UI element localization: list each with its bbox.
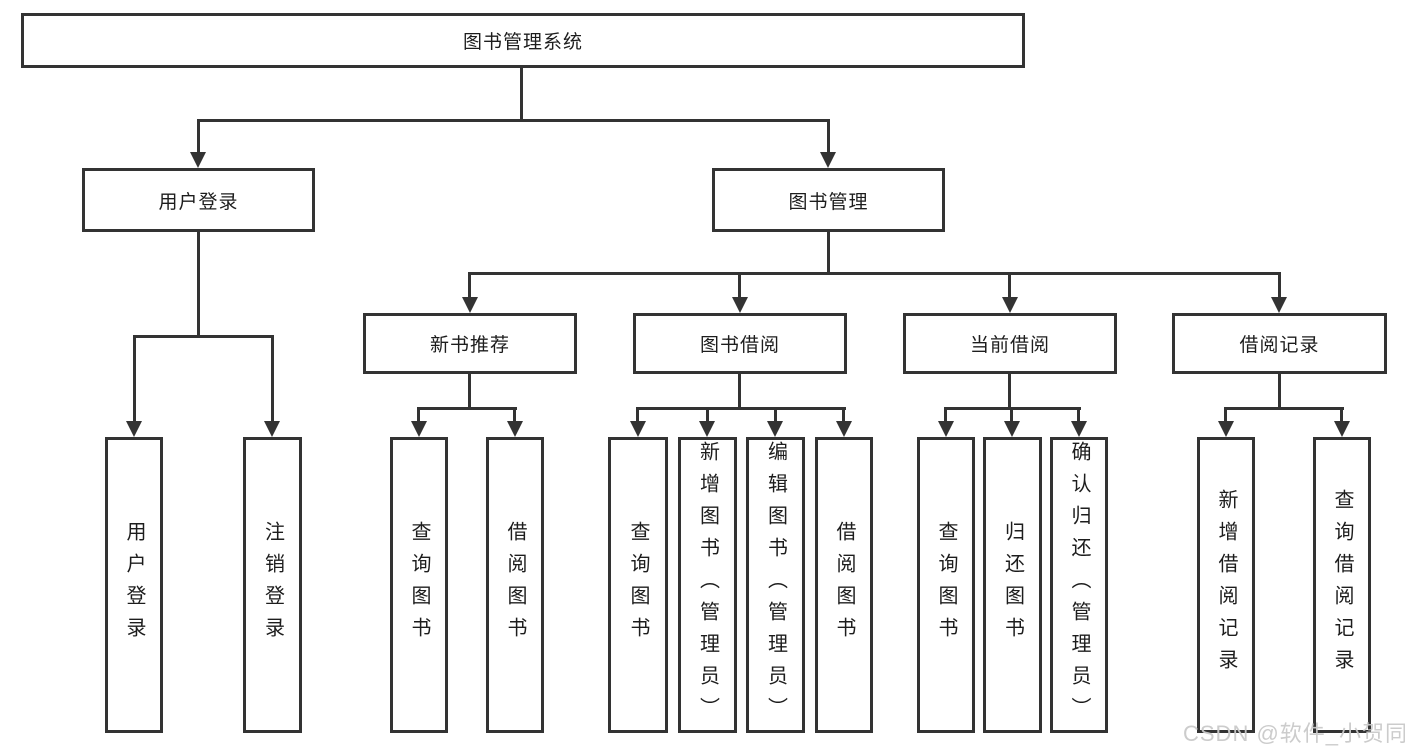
arrow-down-icon: [126, 421, 142, 437]
leaf-confirm-return-admin: 确认归还（管理员）: [1050, 437, 1108, 733]
arrow-down-icon: [938, 421, 954, 437]
node-label: 图书管理系统: [462, 32, 583, 53]
node-book-management: 图书管理: [712, 168, 945, 232]
leaf-query-books-current: 查询图书: [917, 437, 975, 733]
connector-line: [1008, 374, 1011, 410]
leaf-query-borrow-record: 查询借阅记录: [1313, 437, 1371, 733]
node-label: 查询借阅记录: [1331, 489, 1353, 681]
node-label: 新增借阅记录: [1215, 489, 1237, 681]
arrow-down-icon: [411, 421, 427, 437]
connector-line: [636, 407, 639, 422]
arrow-down-icon: [1334, 421, 1350, 437]
connector-line: [197, 119, 830, 122]
node-label: 借阅图书: [504, 521, 526, 649]
connector-line: [1224, 407, 1227, 422]
arrow-down-icon: [630, 421, 646, 437]
connector-line: [1077, 407, 1080, 422]
leaf-query-books-recommend: 查询图书: [390, 437, 448, 733]
connector-line: [774, 407, 777, 422]
leaf-user-login: 用户登录: [105, 437, 163, 733]
leaf-borrow-books-borrowing: 借阅图书: [815, 437, 873, 733]
node-label: 用户登录: [158, 191, 239, 213]
leaf-add-borrow-record: 新增借阅记录: [1197, 437, 1255, 733]
connector-line: [944, 407, 947, 422]
connector-line: [827, 119, 830, 153]
node-library-system: 图书管理系统: [21, 13, 1025, 68]
node-book-borrowing: 图书借阅: [633, 313, 847, 374]
arrow-down-icon: [190, 152, 206, 168]
arrow-down-icon: [1271, 297, 1287, 313]
arrow-down-icon: [264, 421, 280, 437]
node-label: 用户登录: [123, 521, 145, 649]
node-label: 新增图书（管理员）: [696, 441, 719, 729]
connector-line: [636, 407, 846, 410]
node-label: 图书管理: [788, 191, 869, 213]
connector-line: [706, 407, 709, 422]
connector-line: [513, 407, 516, 422]
arrow-down-icon: [732, 297, 748, 313]
connector-line: [1278, 272, 1281, 298]
arrow-down-icon: [1004, 421, 1020, 437]
connector-line: [468, 272, 471, 298]
node-label: 借阅记录: [1239, 335, 1320, 356]
connector-line: [197, 232, 200, 338]
connector-line: [520, 68, 523, 122]
connector-line: [133, 335, 136, 421]
leaf-add-book-admin: 新增图书（管理员）: [678, 437, 737, 733]
connector-line: [197, 119, 200, 153]
node-label: 查询图书: [935, 521, 957, 649]
connector-line: [1010, 407, 1013, 422]
connector-line: [1340, 407, 1343, 422]
watermark: CSDN @软件_小贺同学: [1183, 721, 1405, 746]
connector-line: [271, 335, 274, 421]
node-label: 查询图书: [408, 521, 430, 649]
connector-line: [468, 374, 471, 410]
leaf-query-books-borrowing: 查询图书: [608, 437, 668, 733]
node-label: 注销登录: [261, 521, 284, 649]
leaf-return-books: 归还图书: [983, 437, 1042, 733]
connector-line: [1008, 272, 1011, 298]
leaf-borrow-books-recommend: 借阅图书: [486, 437, 544, 733]
node-label: 归还图书: [1001, 521, 1024, 649]
connector-line: [417, 407, 517, 410]
connector-line: [842, 407, 845, 422]
node-label: 当前借阅: [969, 335, 1050, 356]
node-borrowing-records: 借阅记录: [1172, 313, 1387, 374]
node-label: 新书推荐: [429, 335, 510, 356]
arrow-down-icon: [699, 421, 715, 437]
arrow-down-icon: [462, 297, 478, 313]
arrow-down-icon: [507, 421, 523, 437]
node-new-book-recommendation: 新书推荐: [363, 313, 577, 374]
connector-line: [827, 232, 830, 275]
arrow-down-icon: [1002, 297, 1018, 313]
node-label: 确认归还（管理员）: [1068, 441, 1090, 729]
node-label: 图书借阅: [699, 335, 780, 356]
arrow-down-icon: [1218, 421, 1234, 437]
node-label: 借阅图书: [833, 521, 855, 649]
connector-line: [1278, 374, 1281, 410]
connector-line: [469, 272, 1281, 275]
node-user-login: 用户登录: [82, 168, 315, 232]
arrow-down-icon: [820, 152, 836, 168]
connector-line: [738, 272, 741, 298]
connector-line: [738, 374, 741, 410]
connector-line: [417, 407, 420, 422]
arrow-down-icon: [836, 421, 852, 437]
arrow-down-icon: [767, 421, 783, 437]
node-current-borrowing: 当前借阅: [903, 313, 1117, 374]
node-label: 查询图书: [627, 521, 649, 649]
leaf-edit-book-admin: 编辑图书（管理员）: [746, 437, 805, 733]
connector-line: [133, 335, 274, 338]
leaf-logout: 注销登录: [243, 437, 302, 733]
arrow-down-icon: [1071, 421, 1087, 437]
connector-line: [1224, 407, 1344, 410]
node-label: 编辑图书（管理员）: [764, 441, 787, 729]
